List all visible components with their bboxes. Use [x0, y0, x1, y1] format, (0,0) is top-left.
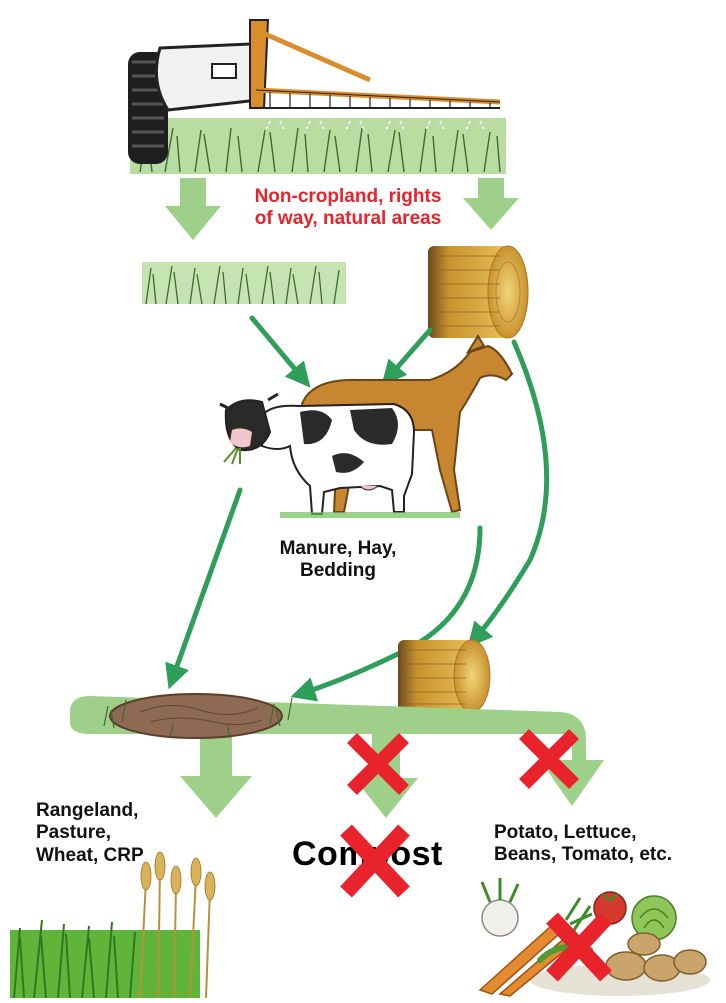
hay-bale-icon: [398, 639, 491, 713]
cow-icon: [219, 392, 460, 518]
sensitive-crops-line2: Beans, Tomato, etc.: [494, 844, 673, 866]
tolerant-crops-label: Rangeland, Pasture, Wheat, CRP: [36, 800, 216, 867]
source-areas-line1: Non-cropland, rights: [254, 186, 442, 207]
sprayer-tractor-icon: [128, 19, 506, 174]
tolerant-crops-line1: Rangeland,: [36, 800, 139, 821]
livestock-products-line2: Bedding: [300, 560, 376, 582]
hay-bale-icon: [428, 245, 529, 339]
compost-label: Compost: [292, 835, 443, 873]
flow-arrow-hay-to-livestock: [381, 327, 433, 386]
source-areas-line2: of way, natural areas: [254, 208, 442, 230]
livestock-products-line1: Manure, Hay,: [279, 538, 397, 559]
manure-pile-icon: [103, 693, 293, 739]
livestock-products-label: Manure, Hay, Bedding: [268, 538, 408, 583]
sensitive-crops-label: Potato, Lettuce, Beans, Tomato, etc.: [494, 822, 724, 867]
tolerant-crops-line3: Wheat, CRP: [36, 844, 144, 866]
prohibited-x-icon: [347, 733, 409, 795]
vegetables-icon: [478, 878, 710, 997]
flow-arrow-livestock-to-field: [165, 487, 243, 690]
broad-arrow-to-hay: [463, 178, 519, 230]
source-areas-label: Non-cropland, rights of way, natural are…: [212, 186, 484, 231]
wheat-grass-icon: [10, 851, 216, 999]
prohibited-x-icon: [519, 729, 579, 789]
sensitive-crops-line1: Potato, Lettuce,: [494, 822, 637, 843]
flow-arrow-grass-to-livestock: [249, 315, 311, 388]
broad-arrow-to-grass: [165, 178, 221, 240]
flow-arrow-hay-to-bale: [467, 339, 550, 648]
tolerant-crops-line2: Pasture,: [36, 822, 111, 844]
grass-icon: [142, 262, 346, 305]
